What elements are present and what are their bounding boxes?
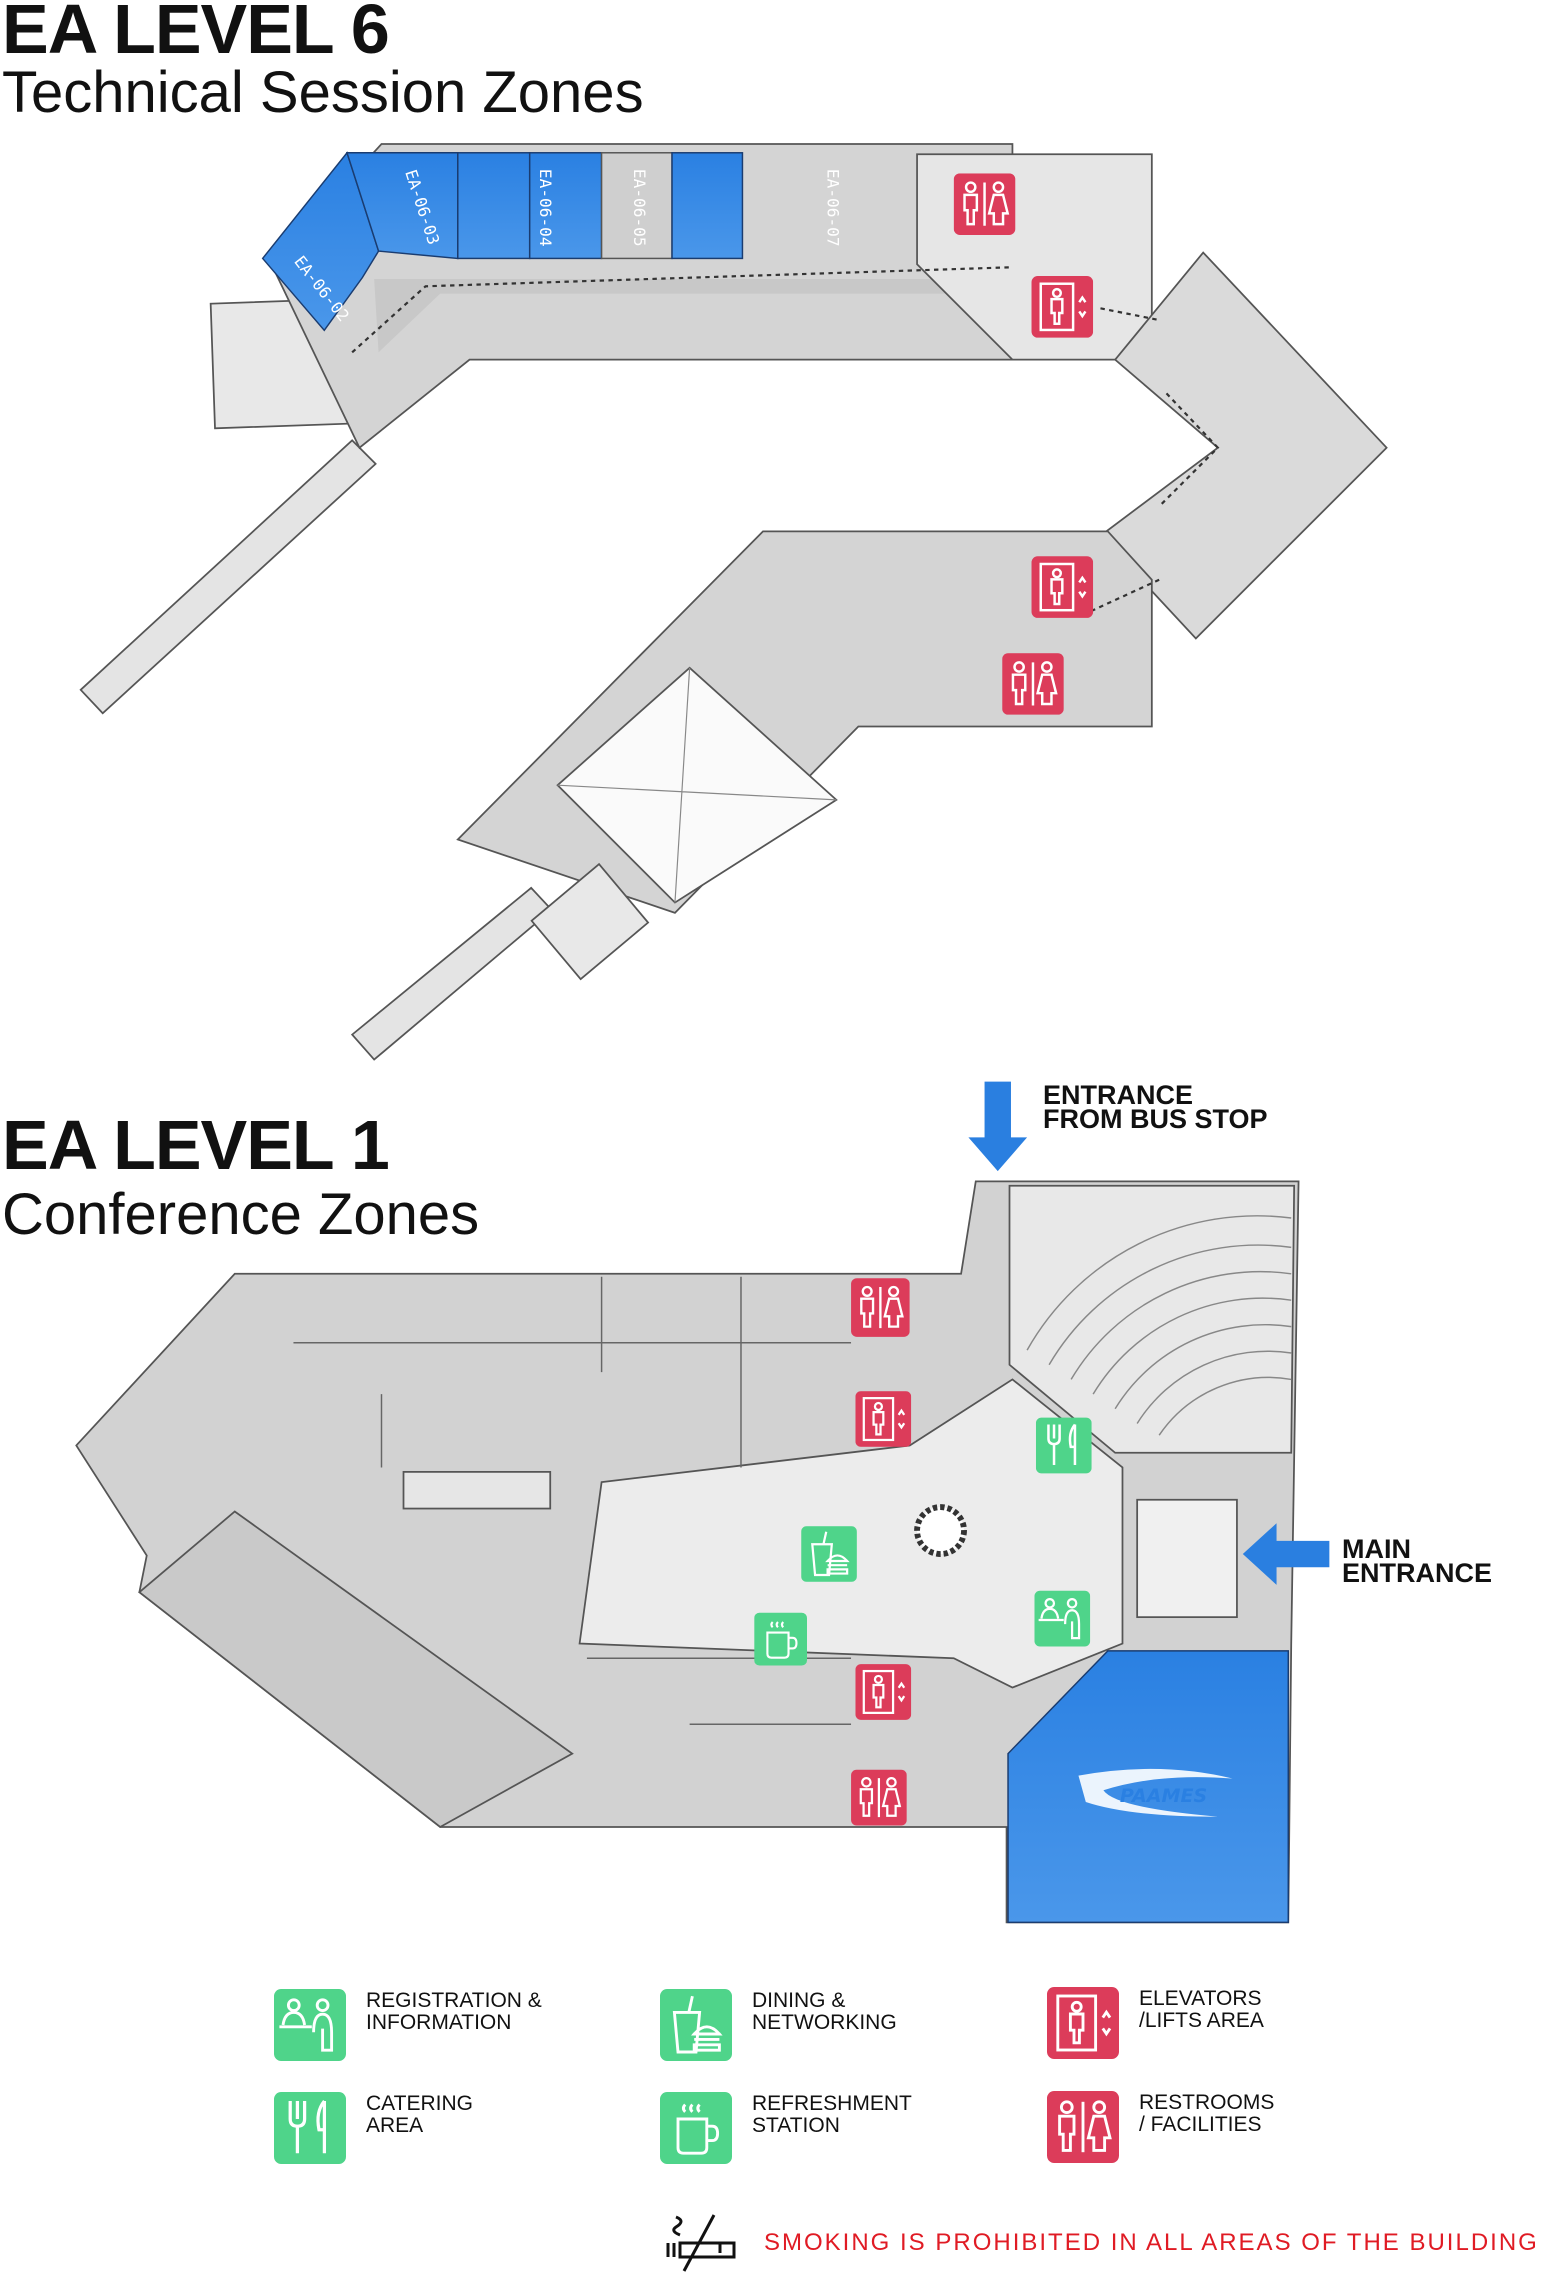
legend-item-elevators: ELEVATORS /LIFTS AREA bbox=[1047, 1986, 1339, 2060]
room-ea-06-05 bbox=[528, 152, 603, 260]
level1-subtitle: Conference Zones bbox=[2, 1182, 480, 1247]
paames-logo: PAAMES bbox=[1078, 1768, 1233, 1817]
room-label: EA-06-07 bbox=[824, 169, 843, 247]
legend-label: ELEVATORS /LIFTS AREA bbox=[1139, 1987, 1264, 2032]
registration-icon bbox=[274, 1988, 346, 2062]
elevator-icon bbox=[1031, 554, 1094, 620]
elevator-icon bbox=[855, 1662, 912, 1722]
entrance-arrows bbox=[968, 1081, 1330, 1585]
room-ea-06-02 bbox=[261, 151, 380, 332]
legend-label: RESTROOMS / FACILITIES bbox=[1139, 2091, 1275, 2136]
spiral-staircase bbox=[914, 1504, 967, 1557]
level6-subtitle: Technical Session Zones bbox=[2, 60, 644, 125]
legend-item-dining: DINING & NETWORKING bbox=[660, 1988, 952, 2062]
upper-left-bridge bbox=[79, 439, 377, 715]
main-entrance-label: MAIN ENTRANCE bbox=[1342, 1534, 1493, 1588]
refreshment-icon bbox=[660, 2091, 732, 2165]
legend-item-restrooms: RESTROOMS / FACILITIES bbox=[1047, 2090, 1339, 2164]
catering-icon bbox=[1035, 1416, 1092, 1475]
no-smoking-icon bbox=[666, 2214, 736, 2272]
legend-item-registration: REGISTRATION & INFORMATION bbox=[274, 1988, 566, 2062]
level6-title: EA LEVEL 6 bbox=[2, 0, 390, 68]
dining-icon bbox=[660, 1988, 732, 2062]
elevator-icon bbox=[1031, 274, 1094, 339]
legend-label: REFRESHMENT STATION bbox=[752, 2092, 912, 2137]
room-label: EA-06-05 bbox=[630, 169, 649, 247]
west-hall bbox=[137, 1510, 574, 1829]
lower-bridge bbox=[350, 886, 553, 1061]
legend-label: CATERING AREA bbox=[366, 2092, 473, 2137]
room-ea-06-06 bbox=[600, 152, 673, 260]
elevator-icon bbox=[855, 1391, 912, 1447]
restroom-icon bbox=[851, 1276, 910, 1339]
sponsor-logo-text: PAAMES bbox=[1120, 1785, 1207, 1807]
legend-label: DINING & NETWORKING bbox=[752, 1989, 897, 2034]
paames-exhibition-area: PAAMES bbox=[1007, 1650, 1290, 1924]
restroom-icon bbox=[851, 1768, 907, 1827]
no-smoking-text: SMOKING IS PROHIBITED IN ALL AREAS OF TH… bbox=[764, 2229, 1539, 2256]
registration-icon bbox=[1034, 1589, 1091, 1648]
room-ea-06-04 bbox=[457, 152, 531, 260]
restroom-icon bbox=[1002, 653, 1064, 715]
room-ea-06-07 bbox=[671, 152, 744, 260]
legend-label: REGISTRATION & INFORMATION bbox=[366, 1989, 542, 2034]
bus-stop-entrance-label: ENTRANCE FROM BUS STOP bbox=[1043, 1080, 1268, 1134]
level1-floor-plan bbox=[75, 1180, 1300, 1924]
legend-item-catering: CATERING AREA bbox=[274, 2091, 566, 2165]
legend-item-refreshment: REFRESHMENT STATION bbox=[660, 2091, 952, 2165]
level6-floor-plan bbox=[79, 143, 1388, 1061]
lower-stairwell bbox=[530, 862, 650, 981]
catering-icon bbox=[274, 2091, 346, 2165]
main-entrance-arrow bbox=[1242, 1523, 1330, 1585]
level1-title: EA LEVEL 1 bbox=[2, 1106, 390, 1184]
refreshment-icon bbox=[754, 1611, 808, 1667]
restroom-icon bbox=[1047, 2090, 1119, 2164]
main-entrance-stairs bbox=[1136, 1498, 1238, 1619]
dining-icon bbox=[801, 1526, 857, 1582]
room-label: EA-06-04 bbox=[536, 169, 555, 247]
level6-session-rooms: EA-06-02 EA-06-03 EA-06-04 EA-06-05 EA-0… bbox=[261, 151, 843, 332]
no-smoking-notice: SMOKING IS PROHIBITED IN ALL AREAS OF TH… bbox=[662, 2213, 1539, 2273]
bus-stop-entrance-arrow bbox=[968, 1081, 1028, 1172]
elevator-icon bbox=[1047, 1986, 1119, 2060]
restroom-icon bbox=[953, 173, 1016, 235]
